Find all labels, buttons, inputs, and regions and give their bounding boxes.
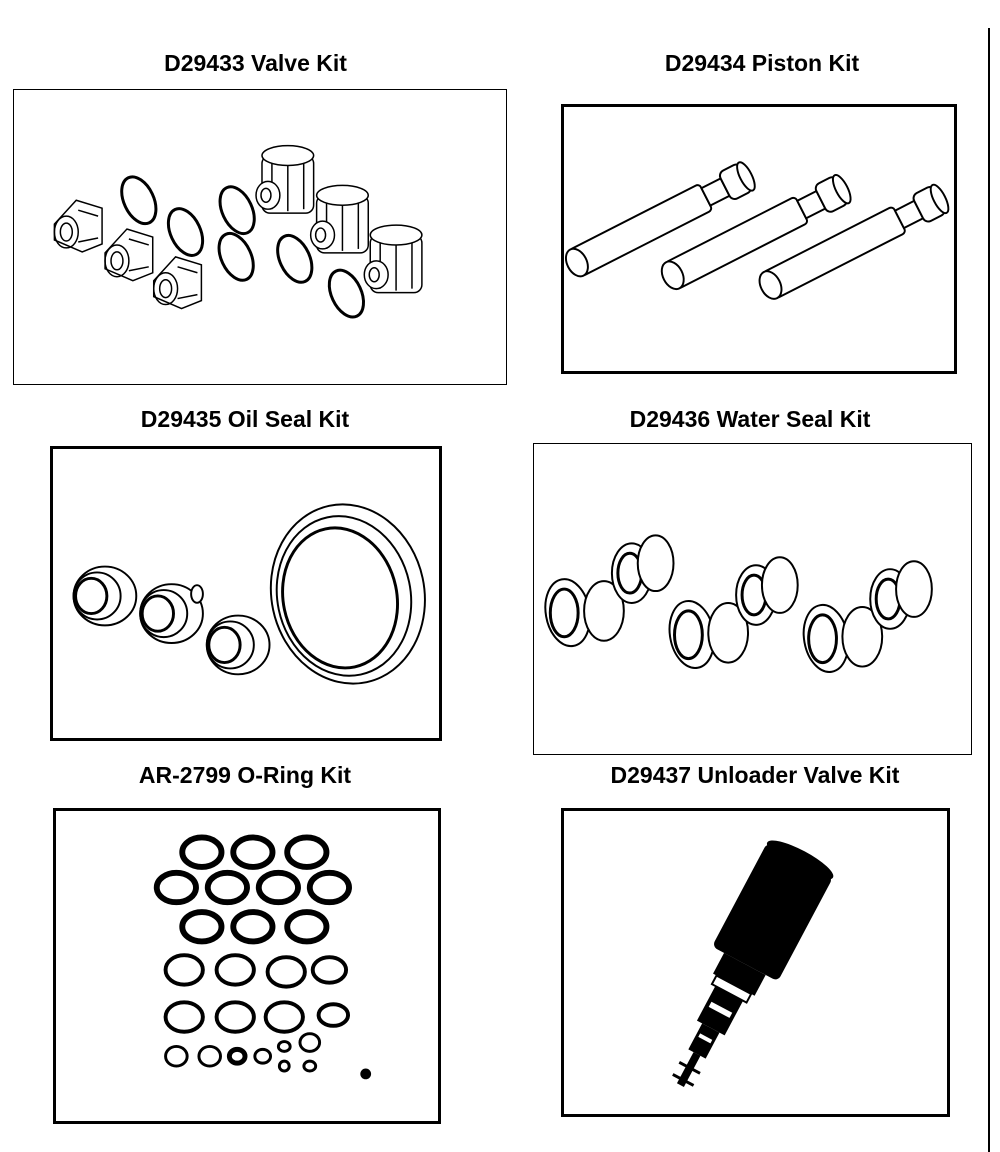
piston <box>564 161 756 278</box>
kit-figure-o-ring <box>53 808 441 1124</box>
kit-title-unloader-valve: D29437 Unloader Valve Kit <box>610 762 900 788</box>
oil-seal-small <box>205 614 271 676</box>
valve-seat <box>53 199 103 253</box>
unloader-valve-kit-icon <box>672 840 834 1087</box>
kit-title-o-ring: AR-2799 O-Ring Kit <box>138 762 352 788</box>
water-seal-set <box>802 560 933 673</box>
piston-kit-icon <box>564 161 950 300</box>
kit-figure-piston <box>561 104 957 374</box>
kit-title-valve: D29433 Valve Kit <box>164 50 347 76</box>
oil-seal-large <box>269 503 426 685</box>
valve-kit-icon <box>53 144 423 319</box>
valve-seat <box>104 228 154 282</box>
water-seal-set <box>544 534 675 648</box>
valve-seat <box>152 256 203 310</box>
oil-seal-small <box>72 565 138 627</box>
water-seal-kit-icon <box>544 534 933 673</box>
kit-title-piston: D29434 Piston Kit <box>664 50 860 76</box>
kit-figure-water-seal <box>533 443 972 755</box>
valve-cage <box>363 224 423 294</box>
piston <box>660 173 852 291</box>
kit-title-water-seal: D29436 Water Seal Kit <box>629 406 871 432</box>
right-margin-rule <box>988 28 990 1152</box>
valve-cage <box>255 144 315 214</box>
oil-seal-kit-icon <box>72 503 426 685</box>
kit-figure-oil-seal <box>50 446 442 741</box>
kit-title-oil-seal: D29435 Oil Seal Kit <box>140 406 350 432</box>
kit-figure-valve <box>13 89 507 385</box>
o-ring-kit-icon <box>153 834 372 1080</box>
water-seal-set <box>668 556 799 669</box>
unloader-valve <box>672 840 834 1087</box>
piston <box>758 183 950 300</box>
valve-cage <box>309 184 370 254</box>
kit-figure-unloader-valve <box>561 808 950 1117</box>
oil-seal-small <box>139 583 204 644</box>
small-o-ring <box>190 584 204 604</box>
